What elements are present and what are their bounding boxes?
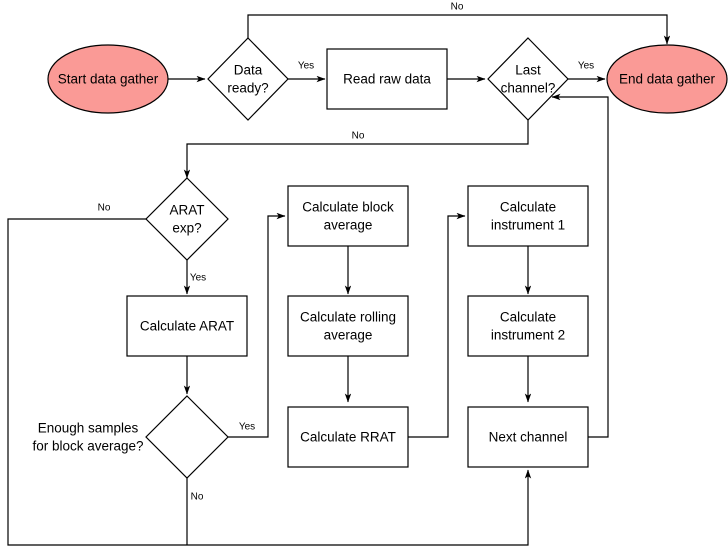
node-last-channel-label-line1: Last	[515, 63, 541, 78]
node-data-ready-label-line1: Data	[234, 63, 263, 78]
node-calc-instrument-1-label-line2: instrument 1	[491, 218, 565, 233]
edge-last-channel-no-to-arat-exp	[183, 120, 529, 179]
node-calc-arat[interactable]	[126, 295, 248, 357]
node-arat-exp[interactable]	[145, 177, 229, 261]
node-calc-block-avg[interactable]	[287, 185, 409, 247]
node-calc-instrument-1[interactable]	[467, 185, 589, 247]
edge-data-ready-no-to-end	[247, 14, 671, 45]
node-start[interactable]	[47, 44, 169, 114]
node-read-raw-label: Read raw data	[343, 72, 431, 87]
node-end[interactable]	[606, 44, 728, 114]
edge-next-channel-to-last-channel	[551, 93, 609, 438]
edge-arat-exp-no-loop	[7, 218, 532, 546]
node-calc-instrument-2-label-line1: Calculate	[500, 310, 556, 325]
node-last-channel[interactable]	[487, 37, 569, 121]
node-start-label: Start data gather	[58, 72, 159, 87]
node-calc-block-avg-label-line1: Calculate block	[302, 200, 394, 215]
node-arat-exp-label-line1: ARAT	[169, 203, 204, 218]
node-read-raw[interactable]	[326, 48, 448, 110]
node-calc-instrument-1-label-line1: Calculate	[500, 200, 556, 215]
node-calc-block-avg-label-line2: average	[324, 218, 373, 233]
node-calc-rrat-label: Calculate RRAT	[300, 430, 396, 445]
edge-label-last-channel-no: No	[352, 131, 365, 142]
node-arat-exp-label-line2: exp?	[172, 221, 201, 236]
node-calc-rolling-avg-label-line2: average	[324, 328, 373, 343]
node-last-channel-label-line2: channel?	[501, 81, 556, 96]
node-calc-rrat[interactable]	[287, 406, 409, 468]
node-calc-rolling-avg[interactable]	[287, 295, 409, 357]
node-calc-rolling-avg-label-line1: Calculate rolling	[300, 310, 396, 325]
node-next-channel-label: Next channel	[489, 430, 568, 445]
edge-label-arat-exp-no: No	[98, 203, 111, 214]
edge-label-arat-exp-yes: Yes	[190, 273, 206, 284]
node-enough-samples-label-line2: for block average?	[32, 439, 143, 454]
node-calc-instrument-2-label-line2: instrument 2	[491, 328, 565, 343]
node-next-channel[interactable]	[467, 406, 589, 468]
node-enough-samples-label-line1: Enough samples	[38, 421, 139, 436]
node-end-label: End data gather	[619, 72, 716, 87]
node-data-ready[interactable]	[207, 37, 289, 121]
edge-label-data-ready-no: No	[451, 2, 464, 13]
edge-calc-rrat-to-calc-instrument-1	[408, 212, 466, 438]
edge-label-last-channel-yes: Yes	[578, 61, 594, 72]
edge-enough-samples-yes-to-calc-block-avg	[228, 212, 286, 438]
edge-label-data-ready-yes: Yes	[298, 61, 314, 72]
edge-label-enough-samples-no: No	[191, 492, 204, 503]
node-calc-arat-label: Calculate ARAT	[140, 319, 234, 334]
node-data-ready-label-line2: ready?	[227, 81, 268, 96]
node-calc-instrument-2[interactable]	[467, 295, 589, 357]
node-enough-samples[interactable]	[145, 395, 229, 479]
edge-label-enough-samples-yes: Yes	[239, 422, 255, 433]
